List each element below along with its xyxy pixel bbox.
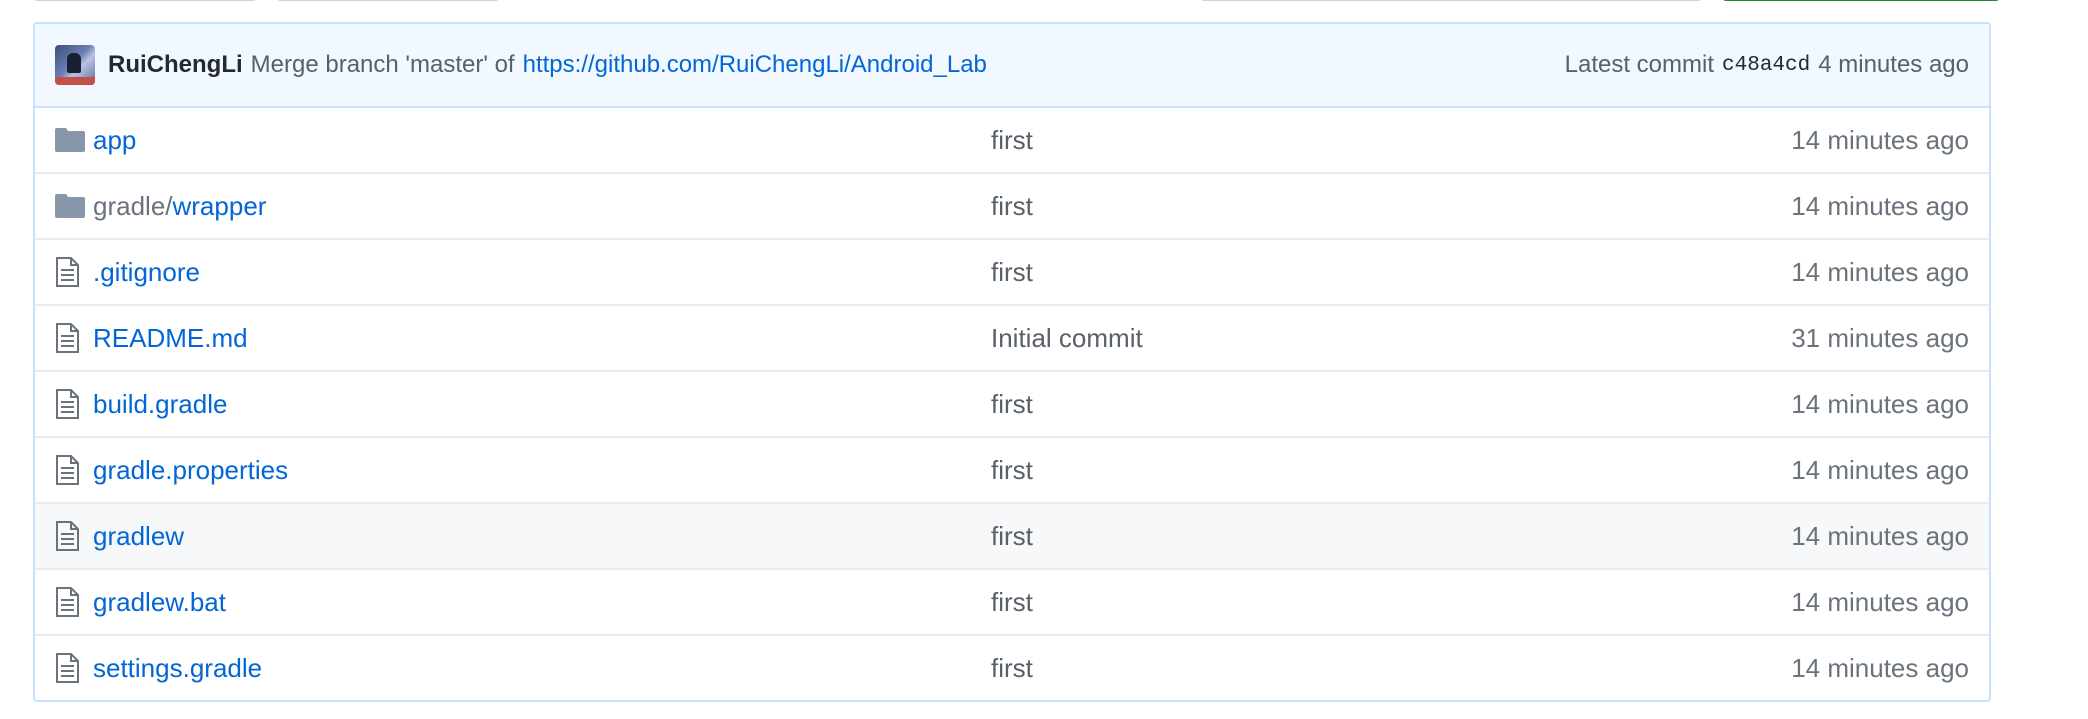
file-commit-message[interactable]: first	[991, 124, 1033, 155]
file-icon	[55, 587, 93, 617]
file-icon	[55, 323, 93, 353]
file-row[interactable]: gradlew first 14 minutes ago	[35, 502, 1989, 568]
file-icon	[55, 257, 93, 287]
commit-tease: RuiChengLi Merge branch 'master' of http…	[35, 24, 1989, 108]
file-commit-age: 14 minutes ago	[1791, 256, 1969, 287]
file-name-cell: gradle/wrapper	[93, 191, 991, 222]
avatar[interactable]	[55, 45, 95, 85]
branch-select-button[interactable]	[33, 0, 257, 1]
file-name-cell: settings.gradle	[93, 653, 991, 684]
file-commit-message[interactable]: first	[991, 586, 1033, 617]
folder-icon	[55, 194, 93, 218]
folder-icon	[55, 128, 93, 152]
file-icon	[55, 455, 93, 485]
file-navigation: RuiChengLi Merge branch 'master' of http…	[33, 22, 1991, 702]
commit-sha[interactable]: c48a4cd	[1722, 53, 1811, 77]
file-commit-message[interactable]: first	[991, 256, 1033, 287]
file-name-cell: README.md	[93, 323, 991, 354]
file-name-link[interactable]: .gitignore	[93, 256, 200, 287]
file-name-cell: gradlew	[93, 521, 991, 552]
file-row[interactable]: .gitignore first 14 minutes ago	[35, 238, 1989, 304]
top-controls	[0, 0, 2088, 12]
file-icon	[55, 389, 93, 419]
file-name-link[interactable]: build.gradle	[93, 388, 228, 419]
file-name-link[interactable]: settings.gradle	[93, 652, 263, 683]
file-name-link[interactable]: gradlew.bat	[93, 586, 226, 617]
file-commit-message[interactable]: first	[991, 652, 1033, 683]
file-path-prefix[interactable]: gradle/	[93, 190, 173, 221]
file-commit-message[interactable]: Initial commit	[991, 322, 1143, 353]
file-commit-age: 14 minutes ago	[1791, 652, 1969, 683]
file-commit-message[interactable]: first	[991, 388, 1033, 419]
latest-commit-label: Latest commit	[1564, 51, 1715, 78]
commit-message[interactable]: Merge branch 'master' of	[250, 51, 515, 78]
file-commit-age: 14 minutes ago	[1791, 586, 1969, 617]
file-name-cell: app	[93, 125, 991, 156]
file-commit-age: 14 minutes ago	[1791, 388, 1969, 419]
file-name-link[interactable]: gradle.properties	[93, 454, 289, 485]
file-commit-age: 31 minutes ago	[1791, 322, 1969, 353]
file-name-link[interactable]: gradlew	[93, 520, 185, 551]
file-row[interactable]: settings.gradle first 14 minutes ago	[35, 634, 1989, 700]
find-file-button[interactable]	[1200, 0, 1702, 1]
commit-age: 4 minutes ago	[1818, 51, 1969, 78]
new-pull-request-button[interactable]	[276, 0, 500, 1]
file-commit-age: 14 minutes ago	[1791, 520, 1969, 551]
file-name-cell: .gitignore	[93, 257, 991, 288]
file-commit-message[interactable]: first	[991, 190, 1033, 221]
clone-download-button[interactable]	[1722, 0, 2000, 1]
file-icon	[55, 521, 93, 551]
file-name-link[interactable]: README.md	[93, 322, 248, 353]
file-commit-message[interactable]: first	[991, 520, 1033, 551]
file-name-cell: build.gradle	[93, 389, 991, 420]
commit-message-link[interactable]: https://github.com/RuiChengLi/Android_La…	[522, 51, 987, 78]
file-name-link[interactable]: app	[93, 124, 137, 155]
file-name-link[interactable]: wrapper	[172, 190, 267, 221]
file-commit-age: 14 minutes ago	[1791, 454, 1969, 485]
commit-meta: Latest commit c48a4cd 4 minutes ago	[1565, 51, 1969, 79]
file-name-cell: gradle.properties	[93, 455, 991, 486]
file-name-cell: gradlew.bat	[93, 587, 991, 618]
file-icon	[55, 653, 93, 683]
file-commit-age: 14 minutes ago	[1791, 124, 1969, 155]
file-row[interactable]: app first 14 minutes ago	[35, 108, 1989, 172]
file-row[interactable]: gradle.properties first 14 minutes ago	[35, 436, 1989, 502]
file-commit-message[interactable]: first	[991, 454, 1033, 485]
file-commit-age: 14 minutes ago	[1791, 190, 1969, 221]
file-row[interactable]: gradlew.bat first 14 minutes ago	[35, 568, 1989, 634]
commit-author[interactable]: RuiChengLi	[108, 51, 243, 78]
file-row[interactable]: README.md Initial commit 31 minutes ago	[35, 304, 1989, 370]
file-row[interactable]: build.gradle first 14 minutes ago	[35, 370, 1989, 436]
